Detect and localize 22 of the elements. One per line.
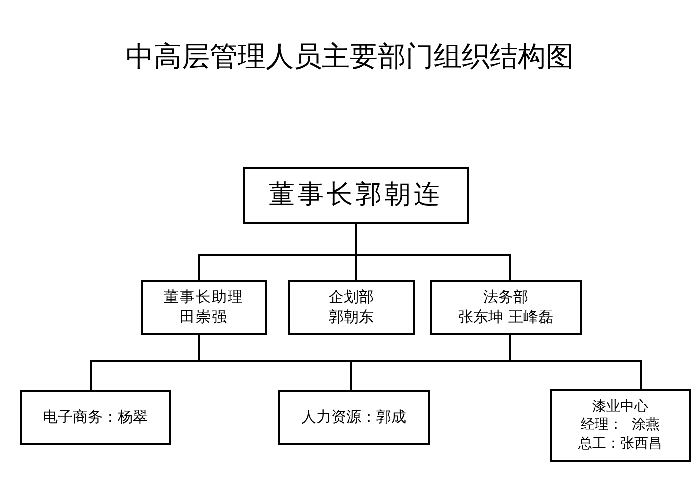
org-box <box>243 167 469 224</box>
org-box <box>278 390 430 445</box>
staff-name: 田崇强 <box>180 308 228 327</box>
org-box <box>141 280 267 335</box>
unit-name: 人力资源：郭成 <box>302 408 406 428</box>
staff-name: 郭朝东 <box>329 308 374 327</box>
unit-name: 法务部 <box>484 288 528 308</box>
unit-name: 企划部 <box>329 288 374 308</box>
diagram-title: 中高层管理人员主要部门组织结构图 <box>125 39 575 75</box>
unit-name: 漆业中心 <box>592 398 648 416</box>
unit-name: 董事长郭朝连 <box>269 178 443 212</box>
org-box <box>20 390 171 445</box>
org-box <box>550 389 691 462</box>
staff-name: 张东坤 王峰磊 <box>458 308 554 327</box>
connector-line <box>355 224 511 280</box>
connector-line <box>509 335 642 389</box>
unit-name: 电子商务：杨翠 <box>43 408 148 428</box>
unit-name: 董事长助理 <box>164 288 244 308</box>
staff-name: 总工：张西昌 <box>578 434 662 453</box>
staff-name: 经理： 涂燕 <box>581 416 660 435</box>
org-box <box>288 280 415 335</box>
org-box <box>430 280 582 335</box>
